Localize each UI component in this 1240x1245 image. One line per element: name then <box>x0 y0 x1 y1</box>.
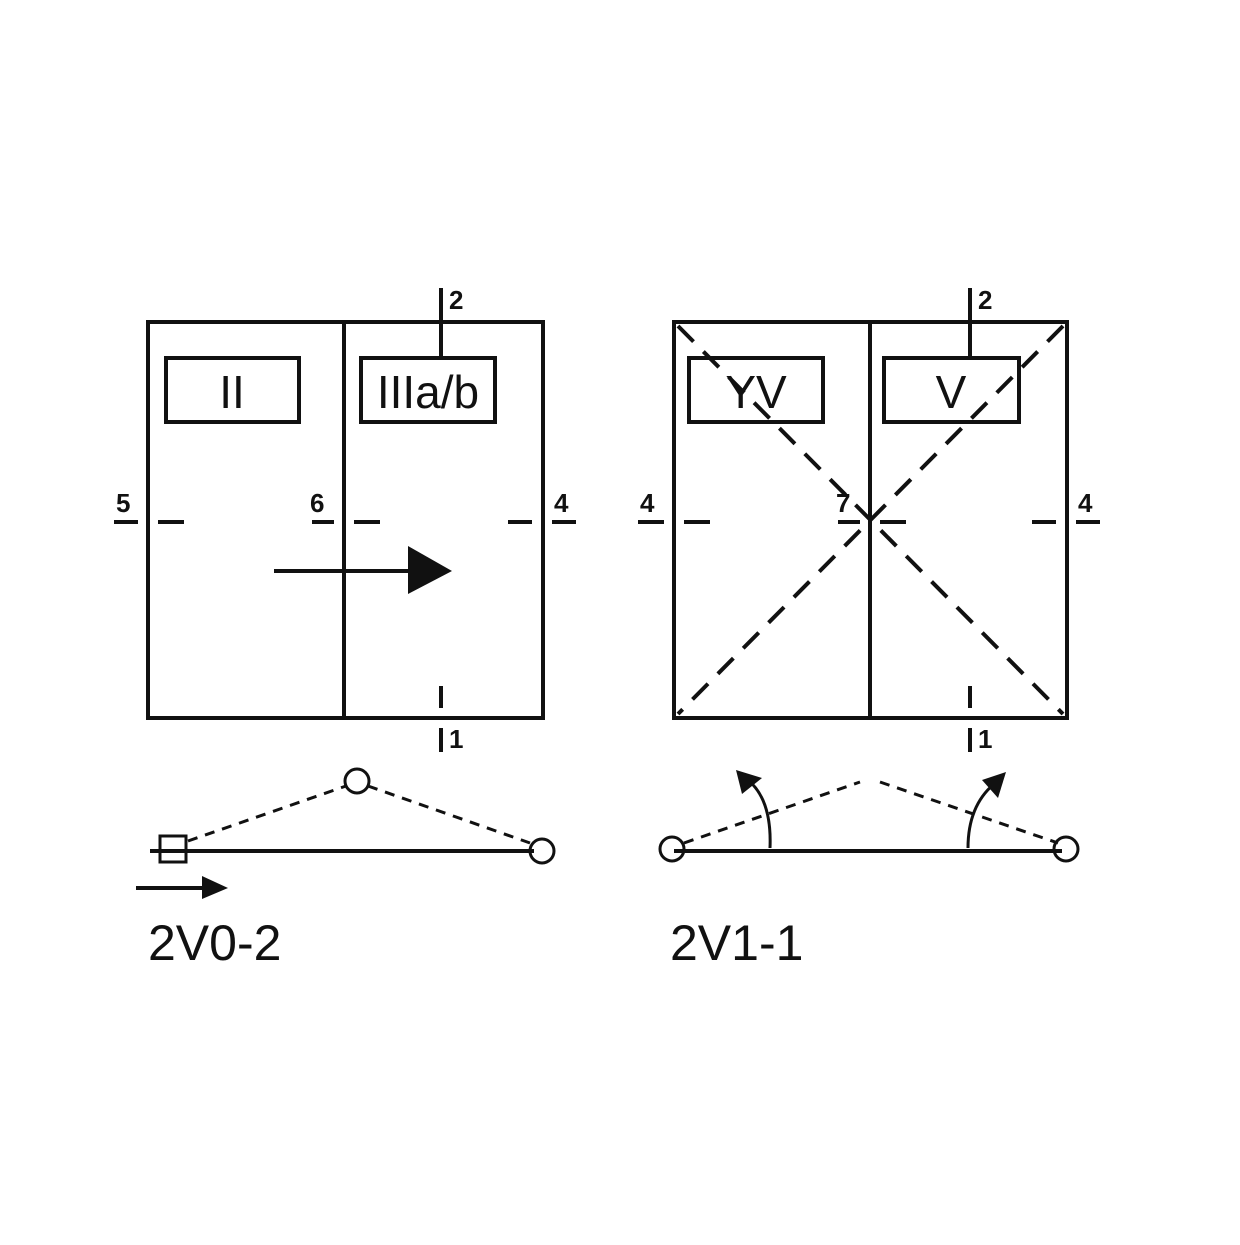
left-plan-slide-block <box>158 834 188 864</box>
right-marker-left-number: 4 <box>640 488 655 518</box>
right-bottom-marker-number: 1 <box>978 724 992 754</box>
left-bottom-marker-number: 1 <box>449 724 463 754</box>
right-window-code: 2V1-1 <box>670 915 803 971</box>
left-top-marker-number: 2 <box>449 285 463 315</box>
right-marker-center-number: 7 <box>836 488 850 518</box>
left-marker-left-number: 5 <box>116 488 130 518</box>
left-plan-sash-1 <box>187 784 347 843</box>
left-plan-sash-2 <box>367 784 531 845</box>
left-plan-direction-arrowhead <box>202 876 228 899</box>
right-plan-swing-arrow-right <box>966 782 995 849</box>
left-marker-center-number: 6 <box>310 488 324 518</box>
right-plan-sash-2 <box>879 780 1059 845</box>
left-panel-label-2: IIIa/b <box>377 366 479 418</box>
left-plan-hinge-right <box>528 837 556 865</box>
left-panel-label-box-2: IIIa/b <box>359 356 497 424</box>
right-top-marker-number: 2 <box>978 285 992 315</box>
right-window: YV V 2 1 4 7 4 <box>638 285 1100 754</box>
left-marker-right-number: 4 <box>554 488 569 518</box>
slide-direction-arrowhead <box>408 546 452 594</box>
right-marker-right-number: 4 <box>1078 488 1093 518</box>
left-plan-view: 2V0-2 <box>136 767 556 971</box>
left-panel-label-box-1: II <box>164 356 301 424</box>
right-opening-diagonal-2 <box>676 324 1065 716</box>
right-plan-sash-1 <box>683 780 861 845</box>
right-panel-label-2: V <box>936 366 967 418</box>
left-window: II IIIa/b 2 1 5 6 4 <box>114 285 576 754</box>
right-plan-swing-arrowhead-right <box>982 772 1006 798</box>
right-panel-label-box-2: V <box>882 356 1021 424</box>
right-plan-hinge-right <box>1052 835 1080 863</box>
right-plan-swing-arrowhead-left <box>736 770 762 794</box>
right-panel-label-1: YV <box>725 366 787 418</box>
left-window-code: 2V0-2 <box>148 915 281 971</box>
right-panel-label-box-1: YV <box>687 356 825 424</box>
left-plan-hinge-center <box>343 767 371 795</box>
left-panel-label-1: II <box>219 366 245 418</box>
right-plan-swing-arrow-left <box>747 778 772 849</box>
right-plan-hinge-left <box>658 835 686 863</box>
right-plan-view: 2V1-1 <box>658 770 1080 971</box>
